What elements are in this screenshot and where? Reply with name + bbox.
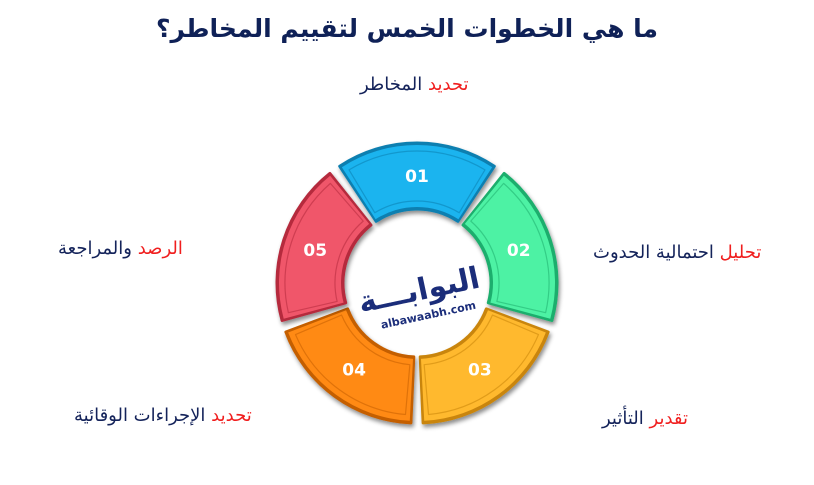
step-segment-04: 04 [284, 307, 416, 425]
step-label-04-text: الإجراءات الوقائية [74, 405, 206, 426]
step-segment-01: 01 [338, 141, 496, 223]
step-segment-02: 02 [461, 171, 559, 322]
step-label-05-highlight: الرصد [137, 238, 183, 259]
step-number-02: 02 [507, 241, 531, 261]
page-title: ما هي الخطوات الخمس لتقييم المخاطر؟ [155, 14, 659, 43]
step-label-01-highlight: تحديد [428, 74, 469, 95]
step-number-03: 03 [468, 361, 492, 381]
step-number-05: 05 [303, 241, 327, 261]
segment-face [464, 175, 556, 319]
step-label-01: تحديد المخاطر [360, 74, 469, 95]
step-label-05-text: والمراجعة [58, 238, 132, 259]
segment-bevel [470, 182, 550, 314]
segment-face [288, 310, 414, 421]
segment-face [279, 175, 370, 319]
albawaba-logo: البوابـــة albawaabh.com [355, 261, 483, 332]
segment-bevel [348, 150, 486, 214]
segment-face [420, 310, 546, 421]
step-label-02-text: احتمالية الحدوث [593, 242, 714, 263]
step-label-03: تقدير التأثير [602, 408, 688, 429]
step-label-03-text: التأثير [602, 408, 644, 429]
step-segment-05: 05 [275, 171, 373, 322]
step-label-03-highlight: تقدير [649, 408, 689, 429]
step-label-02: تحليل احتمالية الحدوث [593, 242, 761, 263]
segment-face [341, 145, 493, 220]
step-label-04: تحديد الإجراءات الوقائية [74, 405, 252, 426]
step-label-02-highlight: تحليل [719, 242, 762, 263]
segment-bevel [423, 314, 540, 416]
step-segment-03: 03 [418, 307, 550, 425]
step-number-01: 01 [405, 167, 429, 187]
step-label-05: الرصد والمراجعة [58, 238, 183, 259]
step-number-04: 04 [342, 361, 366, 381]
step-label-04-highlight: تحديد [211, 405, 252, 426]
segment-bevel [284, 182, 364, 314]
segment-bevel [294, 314, 411, 416]
step-label-01-text: المخاطر [360, 74, 423, 95]
